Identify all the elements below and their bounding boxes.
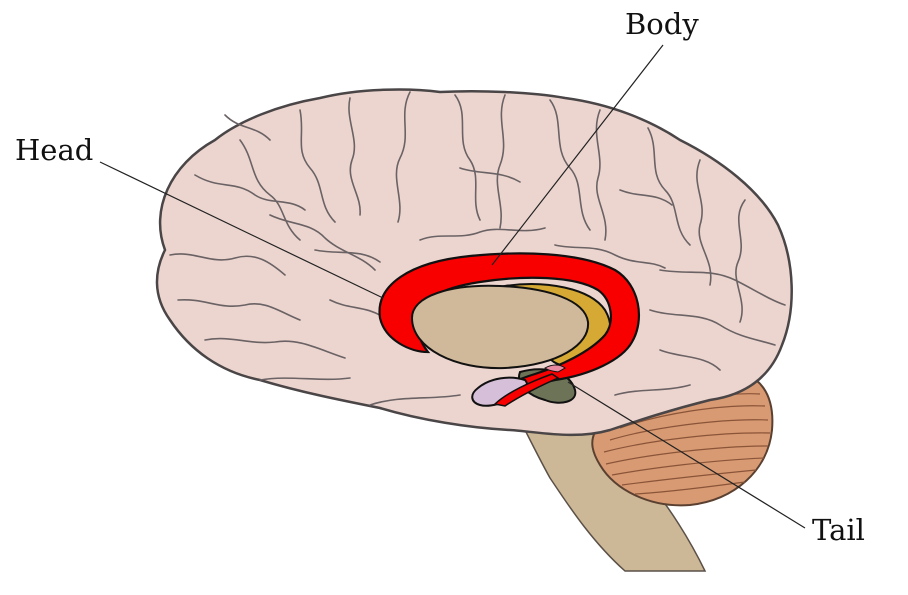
- thalamus: [410, 284, 590, 370]
- tail-leader-line: [567, 381, 806, 529]
- caudate-tail-pink: [544, 364, 566, 373]
- head-leader-line: [99, 161, 384, 299]
- body-leader-line: [491, 44, 664, 266]
- caudate-tail: [493, 373, 560, 407]
- label-head: Head: [15, 133, 93, 167]
- label-body: Body: [625, 7, 699, 41]
- sulci: [169, 91, 786, 406]
- label-tail: Tail: [812, 513, 865, 547]
